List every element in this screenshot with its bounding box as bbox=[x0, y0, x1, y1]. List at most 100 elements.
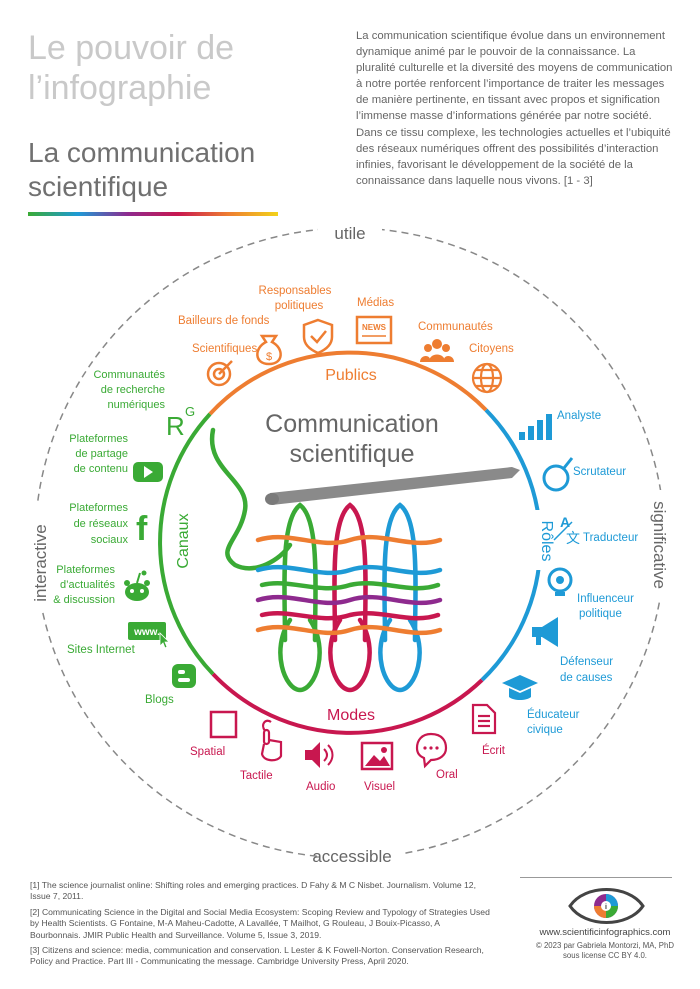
arc-publics bbox=[208, 350, 488, 416]
roles-group: Analyste Scrutateur A 文 Traducteur Influ… bbox=[502, 410, 638, 736]
label-blogs: Blogs bbox=[145, 694, 174, 706]
reference-item: [2] Communicating Science in the Digital… bbox=[30, 906, 490, 940]
arc-label-publics: Publics bbox=[325, 367, 377, 384]
label-partage-2: de partage bbox=[75, 448, 128, 460]
copyright-line-2: sous license CC BY 4.0. bbox=[563, 951, 647, 960]
svg-text:f: f bbox=[136, 510, 148, 548]
rainbow-divider bbox=[28, 212, 278, 216]
label-influenceur-1: Influenceur bbox=[577, 593, 634, 605]
svg-text:G: G bbox=[185, 404, 195, 419]
label-recherche-2: de recherche bbox=[101, 384, 165, 396]
arc-label-roles: Rôles bbox=[538, 521, 555, 562]
ring-label-bottom: accessible bbox=[312, 847, 391, 866]
title-line-1: Le pouvoir de bbox=[28, 29, 235, 67]
people-group-icon bbox=[420, 339, 454, 362]
globe-icon bbox=[471, 362, 503, 394]
svg-text:NEWS: NEWS bbox=[362, 323, 387, 332]
label-sites: Sites Internet bbox=[67, 644, 136, 656]
copyright: © 2023 par Gabriela Montorzi, MA, PhD so… bbox=[520, 941, 690, 961]
knitting-needle-illustration bbox=[265, 467, 520, 505]
label-influenceur-2: politique bbox=[579, 608, 622, 620]
label-oral: Oral bbox=[436, 769, 458, 781]
center-title-line-1: Communication bbox=[265, 410, 439, 438]
label-audio: Audio bbox=[306, 781, 335, 793]
svg-text:i: i bbox=[605, 904, 607, 911]
eye-logo-icon: i bbox=[568, 888, 645, 924]
ring-label-top: utile bbox=[334, 224, 365, 243]
label-traducteur: Traducteur bbox=[583, 532, 638, 544]
label-bailleurs: Bailleurs de fonds bbox=[178, 315, 270, 327]
label-responsables-1: Responsables bbox=[259, 285, 332, 297]
newspaper-icon: NEWS bbox=[355, 315, 393, 345]
label-spatial: Spatial bbox=[190, 746, 225, 758]
speech-bubble-icon bbox=[415, 732, 448, 769]
label-educateur-2: civique bbox=[527, 724, 563, 736]
label-actualites-3: & discussion bbox=[53, 594, 115, 606]
researchgate-icon: R G bbox=[166, 404, 195, 441]
intro-paragraph: La communication scientifique évolue dan… bbox=[356, 30, 673, 187]
reference-item: [3] Citizens and science: media, communi… bbox=[30, 945, 484, 967]
label-recherche-3: numériques bbox=[108, 399, 166, 411]
target-icon bbox=[206, 360, 233, 387]
svg-text:$: $ bbox=[266, 351, 272, 363]
reddit-icon bbox=[124, 570, 150, 601]
bar-chart-icon bbox=[519, 414, 552, 440]
label-analyste: Analyste bbox=[557, 410, 601, 422]
page-title: Le pouvoir de l’infographie bbox=[28, 28, 234, 108]
arc-canaux bbox=[158, 412, 215, 676]
image-icon bbox=[360, 741, 394, 771]
subtitle-line-1: La communication bbox=[28, 137, 256, 168]
facebook-icon: f bbox=[136, 510, 148, 548]
lightbulb-gear-icon bbox=[547, 567, 573, 596]
svg-text:A: A bbox=[560, 514, 570, 530]
svg-text:文: 文 bbox=[566, 530, 580, 546]
arc-label-modes: Modes bbox=[327, 707, 375, 724]
reference-item: [1] The science journalist online: Shift… bbox=[30, 880, 476, 902]
shield-check-icon bbox=[302, 318, 334, 355]
label-defenseur-1: Défenseur bbox=[560, 656, 613, 668]
label-tactile: Tactile bbox=[240, 770, 273, 782]
document-icon bbox=[471, 703, 497, 735]
label-scientifiques: Scientifiques bbox=[192, 343, 257, 355]
label-visuel: Visuel bbox=[364, 781, 395, 793]
label-ecrit: Écrit bbox=[482, 744, 506, 757]
subtitle-line-2: scientifique bbox=[28, 171, 169, 202]
canaux-group: Communautés de recherche numériques R G … bbox=[53, 369, 196, 706]
label-citoyens: Citoyens bbox=[469, 343, 514, 355]
ring-label-right: significative bbox=[650, 501, 669, 589]
translate-icon: A 文 bbox=[553, 514, 580, 546]
references-list: [1] The science journalist online: Shift… bbox=[30, 880, 490, 972]
speaker-icon bbox=[305, 742, 334, 768]
www-icon: www. bbox=[128, 622, 170, 649]
megaphone-icon bbox=[532, 617, 558, 647]
magnifier-icon bbox=[542, 457, 574, 492]
label-scrutateur: Scrutateur bbox=[573, 466, 626, 478]
graduation-cap-icon bbox=[502, 675, 538, 700]
svg-text:R: R bbox=[166, 411, 185, 441]
woven-yarn-illustration bbox=[209, 427, 443, 693]
svg-text:www.: www. bbox=[133, 627, 160, 638]
label-educateur-1: Éducateur bbox=[527, 708, 580, 721]
label-actualites-2: d’actualités bbox=[60, 579, 116, 591]
label-reseaux-1: Plateformes bbox=[69, 502, 128, 514]
label-communautes: Communautés bbox=[418, 321, 493, 333]
label-reseaux-2: de réseaux bbox=[74, 518, 129, 530]
label-partage-3: de contenu bbox=[74, 463, 128, 475]
label-defenseur-2: de causes bbox=[560, 672, 613, 684]
square-icon bbox=[209, 710, 238, 739]
blogger-icon bbox=[172, 664, 196, 688]
arc-modes bbox=[211, 672, 484, 735]
website-link[interactable]: www.scientificinfographics.com bbox=[539, 927, 671, 938]
title-line-2: l’infographie bbox=[28, 69, 212, 107]
copyright-line-1: © 2023 par Gabriela Montorzi, MA, PhD bbox=[536, 941, 674, 950]
arc-label-canaux: Canaux bbox=[175, 513, 192, 568]
label-medias: Médias bbox=[357, 297, 394, 309]
center-title-line-2: scientifique bbox=[289, 440, 414, 468]
page-subtitle: La communication scientifique bbox=[28, 136, 255, 204]
touch-hand-icon bbox=[260, 719, 283, 762]
label-responsables-2: politiques bbox=[275, 300, 324, 312]
publics-group: Scientifiques Bailleurs de fonds $ Respo… bbox=[178, 285, 514, 394]
money-bag-icon: $ bbox=[256, 334, 282, 366]
modes-group: Spatial Tactile Audio Visuel Oral bbox=[190, 703, 506, 793]
